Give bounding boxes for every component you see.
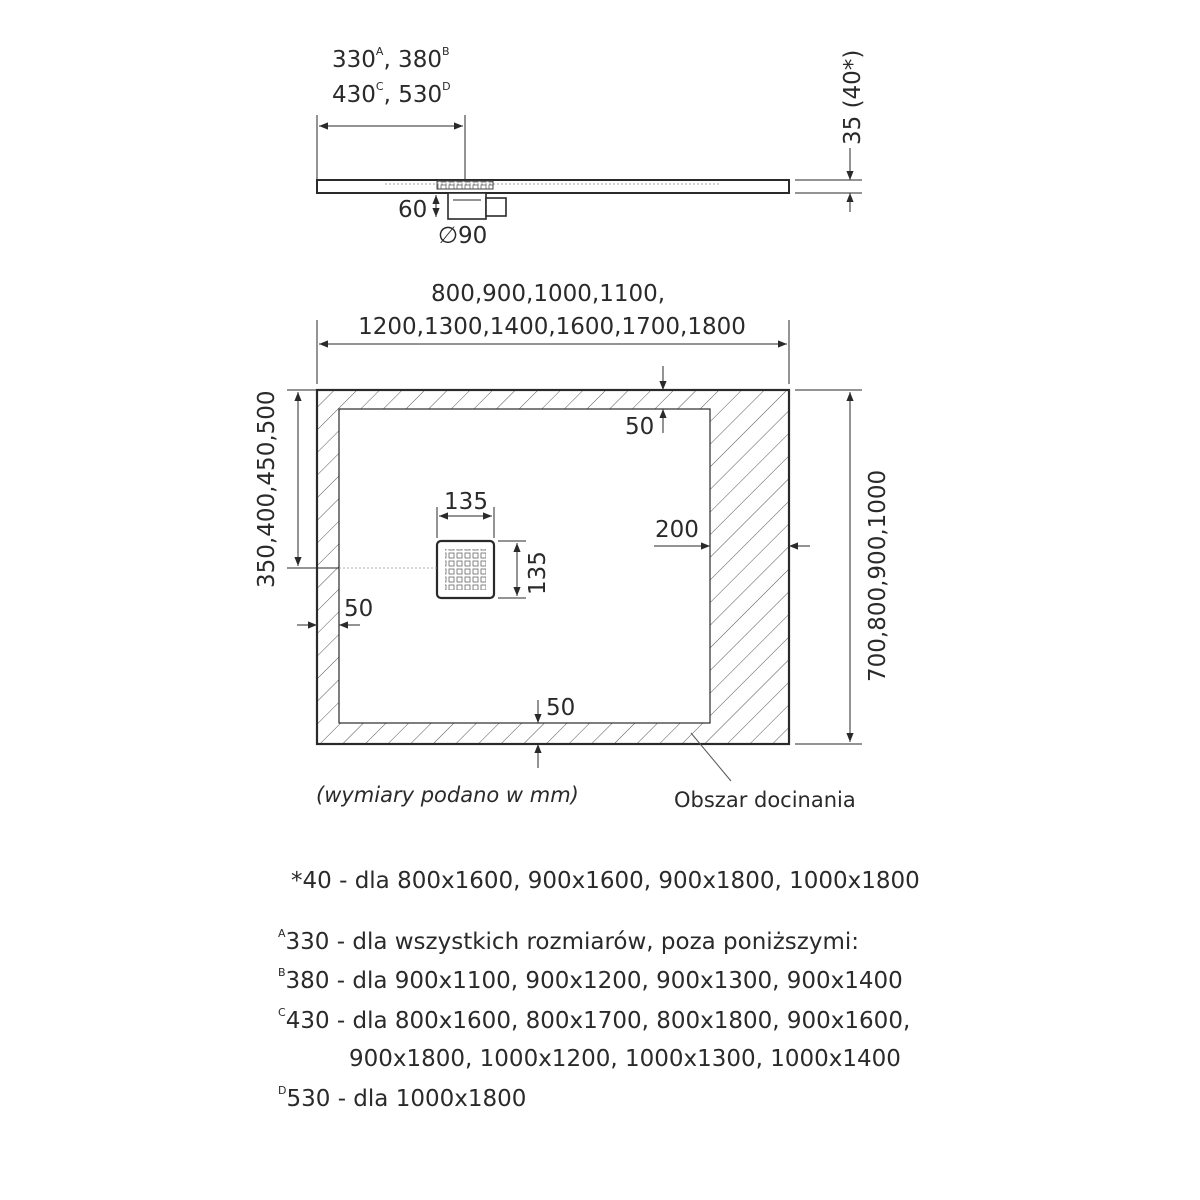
size-notes: *40 - dla 800x1600, 900x1600, 900x1800, … [278, 868, 920, 1112]
tray-outline [315, 388, 791, 746]
bottom-margin-label: 50 [546, 695, 575, 721]
note-d: D530 - dla 1000x1800 [278, 1084, 526, 1112]
drain-outlet [485, 197, 507, 217]
tray-inner-area [338, 408, 711, 724]
drain-position-label: 350,400,450,500 [254, 390, 280, 588]
note-c-continued: 900x1800, 1000x1200, 1000x1300, 1000x140… [349, 1046, 901, 1072]
length-label-line2: 1200,1300,1400,1600,1700,1800 [358, 314, 746, 340]
units-note: (wymiary podano w mm) [316, 783, 579, 807]
trim-area-label: Obszar docinania [674, 788, 856, 812]
note-c: C430 - dla 800x1600, 800x1700, 800x1800,… [278, 1006, 910, 1034]
note-b: B380 - dla 900x1100, 900x1200, 900x1300,… [278, 966, 903, 994]
plan-view: 800,900,1000,1100, 1200,1300,1400,1600,1… [254, 281, 891, 812]
width-label: 700,800,900,1000 [865, 470, 891, 682]
height-label: 35 (40*) [840, 50, 866, 145]
offset-label-line1: 330A, 380B [332, 45, 450, 73]
drain-grate-pattern [445, 549, 486, 590]
length-label-line1: 800,900,1000,1100, [431, 281, 665, 307]
trim-area-leader [690, 732, 732, 782]
note-a: A330 - dla wszystkich rozmiarów, poza po… [278, 927, 859, 955]
side-view: 330A, 380B 430C, 530D 60 ∅90 35 (40*) [316, 45, 866, 249]
note-star: *40 - dla 800x1600, 900x1600, 900x1800, … [291, 868, 920, 894]
drain-body [447, 192, 487, 220]
drain-height-label: 60 [398, 197, 427, 223]
offset-label-line2: 430C, 530D [332, 80, 451, 108]
drain-width-label: 135 [444, 489, 488, 515]
tray-profile [316, 179, 790, 194]
drain-depth-label: 135 [525, 551, 551, 595]
top-margin-label: 50 [625, 414, 654, 440]
left-margin-label: 50 [344, 596, 373, 622]
drain-diameter-label: ∅90 [438, 223, 487, 249]
trim-width-label: 200 [655, 517, 699, 543]
drain-grate-profile [436, 180, 494, 190]
